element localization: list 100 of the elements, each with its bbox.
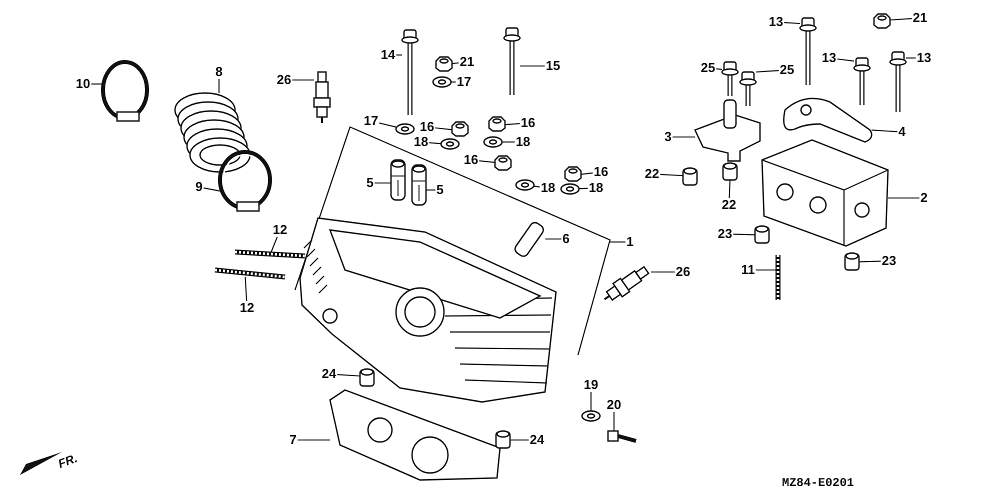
leader-line: [890, 18, 912, 21]
callout-number: 19: [582, 378, 600, 392]
callout-number: 22: [644, 167, 660, 181]
callout-number: 16: [418, 120, 436, 134]
callout-number: 10: [74, 77, 92, 91]
bolt-drawing: [607, 430, 637, 443]
direction-label: FR.: [56, 451, 80, 471]
hose-clamp-drawing: [218, 150, 272, 212]
leader-line: [858, 260, 881, 262]
leader-line: [660, 174, 684, 176]
rocker-holder-drawing: [694, 99, 761, 162]
leader-line: [837, 58, 854, 62]
nut-drawing: [564, 166, 582, 182]
washer-drawing: [560, 183, 580, 195]
callout-number: 17: [456, 75, 472, 89]
callout-number: 23: [716, 227, 734, 241]
leader-line: [91, 83, 103, 85]
head-gasket-drawing: [329, 389, 501, 481]
callout-number: 16: [462, 153, 480, 167]
callout-number: 26: [276, 73, 292, 87]
callout-number: 17: [362, 114, 380, 128]
washer-drawing: [440, 138, 460, 150]
washer-drawing: [581, 410, 601, 422]
callout-number: 8: [214, 65, 224, 79]
nut-drawing: [873, 13, 891, 29]
leader-line: [426, 189, 436, 191]
bolt-drawing: [889, 51, 907, 112]
leader-line: [578, 188, 588, 190]
leader-line: [784, 22, 800, 24]
washer-drawing: [432, 76, 452, 88]
leader-line: [504, 123, 520, 126]
callout-number: 18: [540, 181, 556, 195]
callout-number: 18: [412, 135, 430, 149]
nut-drawing: [435, 56, 453, 72]
callout-number: 24: [320, 367, 338, 381]
callout-number: 6: [561, 232, 571, 246]
callout-number: 20: [606, 398, 622, 412]
callout-number: 5: [365, 176, 375, 190]
nut-drawing: [488, 116, 506, 132]
nut-drawing: [494, 155, 512, 171]
leader-line: [479, 160, 496, 164]
leader-line: [204, 187, 220, 192]
leader-line: [298, 439, 330, 441]
bolt-drawing: [799, 17, 817, 85]
rocker-arm-housing-drawing: [761, 139, 889, 247]
leader-line: [452, 62, 459, 64]
leader-line: [590, 392, 592, 411]
leader-line: [534, 186, 540, 188]
hose-clamp-drawing: [101, 60, 149, 122]
collar-drawing: [844, 252, 860, 271]
leader-line: [292, 79, 314, 81]
leader-line: [728, 180, 731, 198]
stud-drawing: [214, 268, 286, 280]
leader-line: [756, 70, 779, 73]
callout-number: 7: [288, 433, 298, 447]
callout-number: 12: [272, 223, 288, 237]
callout-number: 25: [778, 63, 796, 77]
valve-guide-drawing: [411, 164, 427, 206]
callout-number: 14: [380, 48, 396, 62]
leader-line: [502, 141, 515, 143]
callout-number: 26: [674, 265, 692, 279]
valve-guide-drawing: [390, 159, 406, 201]
callout-number: 13: [820, 51, 838, 65]
leader-line: [610, 241, 626, 243]
leader-line: [396, 54, 402, 56]
collar-drawing: [754, 225, 770, 244]
nut-drawing: [451, 121, 469, 137]
callout-number: 15: [544, 59, 562, 73]
spark-plug-drawing: [604, 266, 650, 301]
callout-number: 5: [435, 183, 445, 197]
callout-number: 12: [238, 301, 256, 315]
callout-number: 22: [720, 198, 738, 212]
leader-line: [756, 269, 778, 271]
callout-number: 18: [514, 135, 532, 149]
collar-drawing: [722, 162, 738, 181]
leader-line: [650, 271, 675, 273]
leader-line: [613, 412, 615, 431]
leader-line: [244, 276, 248, 302]
bolt-drawing: [853, 57, 871, 105]
leader-line: [270, 236, 278, 252]
leader-line: [218, 79, 220, 93]
collar-drawing: [682, 167, 698, 186]
leader-line: [337, 374, 360, 377]
spark-plug-drawing: [313, 71, 331, 123]
washer-drawing: [515, 179, 535, 191]
leader-line: [872, 130, 898, 132]
callout-number: 13: [916, 51, 932, 65]
leader-line: [580, 172, 593, 175]
leader-line: [545, 238, 562, 240]
leader-line: [510, 439, 529, 441]
bracket-drawing: [783, 98, 872, 143]
washer-drawing: [483, 136, 503, 148]
callout-number: 16: [592, 165, 610, 179]
bolt-drawing: [721, 61, 739, 96]
leader-line: [451, 81, 456, 83]
callout-number: 9: [194, 180, 204, 194]
callout-number: 23: [880, 254, 898, 268]
callout-number: 3: [663, 130, 673, 144]
callout-number: 21: [458, 55, 476, 69]
intake-boot-drawing: [174, 92, 251, 173]
